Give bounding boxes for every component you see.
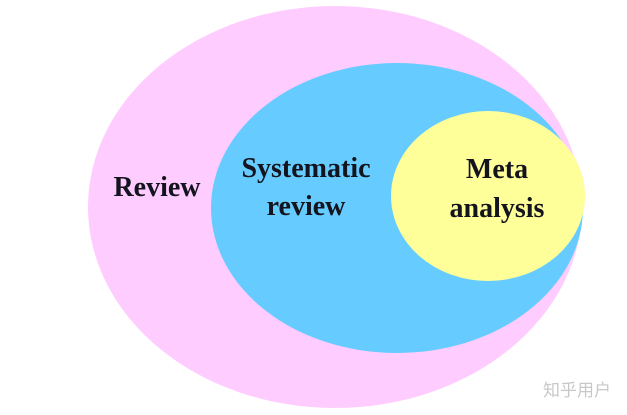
review-label: Review xyxy=(113,172,201,203)
meta-analysis-label-line2: analysis xyxy=(450,193,545,224)
meta-analysis-label-line1: Meta xyxy=(466,154,528,185)
systematic-review-label-line1: Systematic xyxy=(241,153,370,184)
zhihu-watermark: 知乎用户 xyxy=(543,381,611,401)
systematic-review-label-line2: review xyxy=(267,191,347,222)
meta-analysis-ellipse xyxy=(391,111,585,281)
